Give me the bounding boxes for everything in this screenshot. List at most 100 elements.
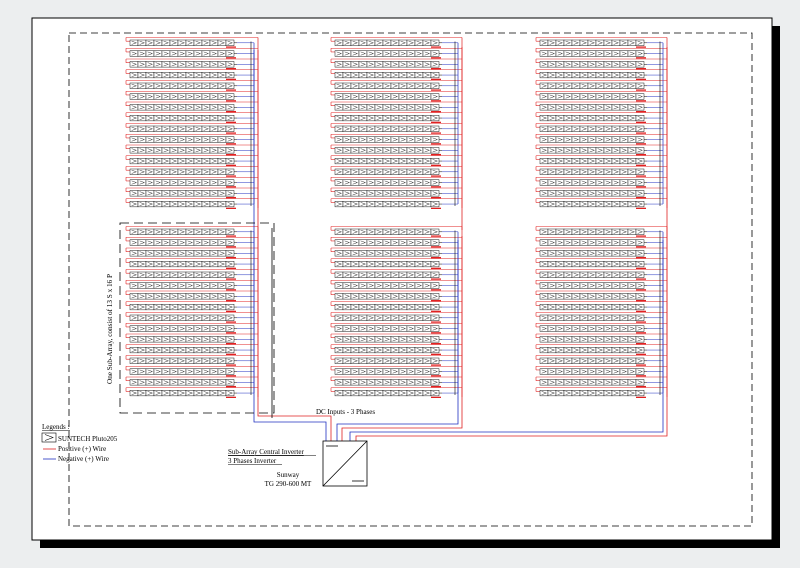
pv-module-symbol (227, 148, 233, 153)
pv-module-symbol (613, 202, 619, 206)
pv-module-symbol (581, 294, 587, 299)
pv-module-symbol (416, 191, 422, 196)
pv-module-symbol (360, 229, 366, 234)
pv-module-symbol (203, 315, 209, 320)
pv-module-symbol (179, 358, 185, 363)
pv-module-symbol (573, 283, 579, 288)
pv-module-symbol (557, 51, 563, 56)
pv-module-symbol (400, 337, 406, 342)
pv-module-symbol (203, 148, 209, 153)
pv-module-symbol (344, 105, 350, 110)
pv-module-symbol (203, 126, 209, 131)
pv-module-symbol (424, 326, 430, 331)
pv-module-symbol (589, 315, 595, 320)
pv-module-symbol (432, 272, 438, 277)
pv-module-symbol (147, 229, 153, 234)
pv-module-symbol (352, 105, 358, 110)
pv-module-symbol (613, 380, 619, 385)
pv-module-symbol (219, 94, 225, 99)
pv-module-symbol (139, 391, 145, 395)
pv-module-symbol (139, 94, 145, 99)
pv-module-symbol (352, 380, 358, 385)
pv-module-symbol (392, 272, 398, 277)
pv-module-symbol (565, 380, 571, 385)
pv-module-symbol (621, 40, 627, 45)
pv-module-symbol (424, 148, 430, 153)
pv-module-symbol (147, 40, 153, 45)
pv-module-symbol (432, 358, 438, 363)
pv-module-symbol (187, 283, 193, 288)
pv-module-symbol (179, 251, 185, 256)
pv-module-symbol (384, 62, 390, 67)
pv-module-symbol (392, 137, 398, 142)
pv-module-symbol (376, 358, 382, 363)
pv-module-symbol (549, 305, 555, 309)
pv-module-symbol (392, 391, 398, 395)
pv-module-symbol (131, 251, 137, 256)
pv-module-symbol (203, 348, 209, 352)
pv-module-symbol (195, 251, 201, 256)
pv-module-symbol (424, 272, 430, 277)
pv-module-symbol (352, 391, 358, 395)
pv-module-symbol (384, 137, 390, 142)
pv-module-symbol (565, 294, 571, 299)
pv-module-symbol (621, 251, 627, 256)
pv-module-symbol (360, 126, 366, 131)
pv-module-symbol (203, 73, 209, 77)
pv-module-symbol (336, 305, 342, 309)
pv-module-symbol (352, 315, 358, 320)
pv-module-symbol (605, 391, 611, 395)
pv-module-symbol (171, 272, 177, 277)
pv-module-symbol (541, 348, 547, 352)
pv-module-symbol (416, 348, 422, 352)
pv-module-symbol (432, 51, 438, 56)
pv-module-symbol (565, 180, 571, 185)
pv-module-symbol (605, 240, 611, 245)
pv-module-symbol (163, 51, 169, 56)
pv-module-symbol (597, 348, 603, 352)
pv-module-symbol (211, 326, 217, 331)
pv-module-symbol (597, 148, 603, 153)
pv-module-symbol (336, 202, 342, 206)
pv-module-symbol (336, 148, 342, 153)
pv-module-symbol (573, 348, 579, 352)
pv-module-symbol (589, 180, 595, 185)
pv-module-symbol (637, 294, 643, 299)
pv-module-symbol (227, 137, 233, 142)
pv-module-symbol (549, 94, 555, 99)
pv-module-symbol (629, 62, 635, 67)
pv-module-symbol (549, 40, 555, 45)
pv-module-symbol (219, 159, 225, 163)
pv-module-symbol (179, 169, 185, 174)
pv-module-symbol (408, 251, 414, 256)
pv-module-symbol (131, 62, 137, 67)
pv-module-symbol (613, 73, 619, 77)
pv-module-symbol (187, 305, 193, 309)
pv-module-symbol (549, 126, 555, 131)
pv-module-symbol (400, 391, 406, 395)
pv-module-symbol (424, 229, 430, 234)
pv-module-symbol (187, 262, 193, 266)
pv-module-symbol (219, 369, 225, 374)
pv-module-symbol (352, 294, 358, 299)
pv-module-symbol (541, 126, 547, 131)
pv-module-symbol (163, 40, 169, 45)
pv-module-symbol (424, 191, 430, 196)
pv-module-symbol (408, 62, 414, 67)
pv-module-symbol (147, 62, 153, 67)
pv-module-symbol (195, 116, 201, 120)
pv-module-symbol (352, 326, 358, 331)
pv-module-symbol (597, 272, 603, 277)
pv-module-symbol (392, 169, 398, 174)
pv-module-symbol (155, 315, 161, 320)
drawing-dashed-border (68, 32, 753, 527)
pv-module-symbol (589, 73, 595, 77)
pv-module-symbol (573, 380, 579, 385)
pv-module-symbol (613, 315, 619, 320)
pv-module-symbol (637, 105, 643, 110)
pv-module-symbol (605, 272, 611, 277)
pv-module-symbol (227, 348, 233, 352)
pv-module-symbol (203, 229, 209, 234)
pv-module-symbol (219, 62, 225, 67)
pv-module-symbol (605, 148, 611, 153)
